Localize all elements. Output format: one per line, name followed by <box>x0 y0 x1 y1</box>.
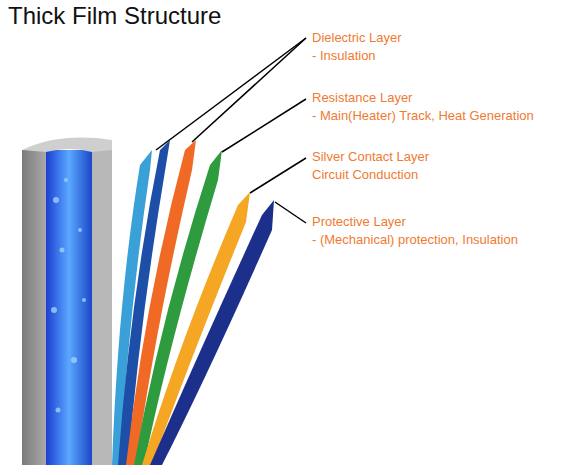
layer-function: - Main(Heater) Track, Heat Generation <box>312 108 534 124</box>
tube-wall <box>22 150 46 465</box>
leader-line <box>156 38 306 223</box>
bubbles <box>51 178 86 413</box>
layer-name: Silver Contact Layer <box>312 149 429 165</box>
layer-name: Resistance Layer <box>312 90 412 106</box>
layer-sheet <box>150 200 274 465</box>
diagram-title: Thick Film Structure <box>8 2 221 30</box>
layer-name: Protective Layer <box>312 214 406 230</box>
tube-rim <box>22 138 112 152</box>
layer-name: Dielectric Layer <box>312 30 402 46</box>
tube-wall <box>92 150 112 465</box>
layer-function: - Insulation <box>312 48 376 64</box>
layer-function: Circuit Conduction <box>312 167 418 183</box>
layer-sheet <box>142 192 250 465</box>
layer-function: - (Mechanical) protection, Insulation <box>312 232 518 248</box>
tube-water <box>46 150 92 465</box>
